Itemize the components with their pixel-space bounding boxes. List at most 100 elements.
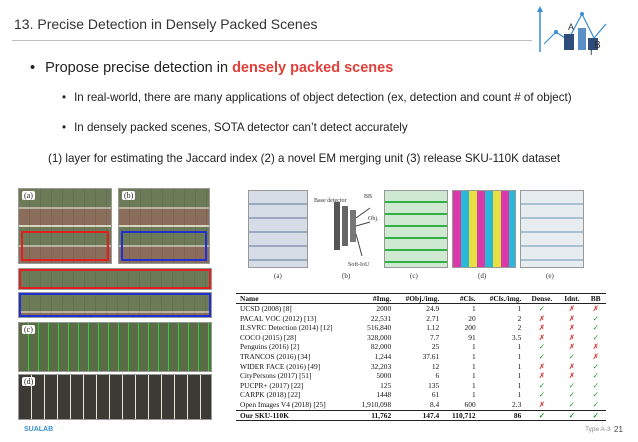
cross-icon: ✗ bbox=[538, 313, 545, 323]
table-cell: TRANCOS (2016) [34] bbox=[240, 351, 311, 361]
check-icon: ✓ bbox=[568, 399, 575, 409]
table-cell: 12 bbox=[431, 361, 440, 371]
table-header: #Cls. bbox=[443, 293, 480, 304]
table-cell: 147.4 bbox=[395, 409, 444, 422]
main-bullet-text: Propose precise detection in bbox=[45, 60, 233, 76]
table-cell: CARPK (2018) [22] bbox=[240, 390, 301, 400]
check-icon: ✓ bbox=[592, 323, 599, 333]
table-cell: 125 bbox=[380, 380, 392, 390]
table-cell: 82,000 bbox=[370, 342, 392, 352]
check-icon: ✓ bbox=[538, 351, 545, 361]
table-cell: 1.12 bbox=[426, 323, 440, 333]
figure-image-c bbox=[384, 190, 448, 268]
table-cell: UCSD (2008) [8] bbox=[240, 304, 292, 313]
cross-icon: ✗ bbox=[568, 342, 575, 352]
check-icon: ✓ bbox=[592, 332, 599, 342]
zoom-strip-blue bbox=[18, 292, 212, 318]
table-cell: 2000 bbox=[376, 304, 392, 313]
slide-title: 13. Precise Detection in Densely Packed … bbox=[14, 16, 318, 32]
logo-graphic: A B bbox=[537, 6, 607, 52]
sub-bullet-1-text: In real-world, there are many applicatio… bbox=[74, 91, 572, 104]
fig-caption-b: (b) bbox=[342, 272, 351, 280]
table-cell: 22,531 bbox=[370, 313, 392, 323]
cross-icon: ✗ bbox=[568, 304, 575, 313]
figure-image-a bbox=[248, 190, 308, 268]
diagram-label-bb: BB bbox=[364, 194, 372, 200]
table-cell: 1 bbox=[471, 351, 476, 361]
main-bullet-highlight: densely packed scenes bbox=[232, 60, 394, 76]
table-cell: 8.4 bbox=[429, 399, 440, 409]
check-icon: ✓ bbox=[592, 361, 599, 371]
table-header: BB bbox=[585, 293, 606, 304]
table-cell: 1 bbox=[517, 361, 522, 371]
table-header: #Obj./img. bbox=[395, 293, 444, 304]
table-cell: 5000 bbox=[376, 371, 392, 381]
table-cell: 1 bbox=[471, 342, 476, 352]
table-cell: 3.5 bbox=[512, 332, 522, 342]
table-cell: COCO (2015) [28] bbox=[240, 332, 297, 342]
table-header: Dense. bbox=[525, 293, 559, 304]
panel-label-a: (a) bbox=[22, 191, 35, 200]
cross-icon: ✗ bbox=[568, 371, 575, 381]
check-icon: ✓ bbox=[568, 351, 575, 361]
table-cell: 1448 bbox=[376, 390, 392, 400]
table-cell: 328,000 bbox=[367, 332, 392, 342]
cross-icon: ✗ bbox=[568, 361, 575, 371]
table-cell: 1,244 bbox=[374, 351, 392, 361]
table-cell: 6 bbox=[435, 371, 440, 381]
table-cell: PACAL VOC (2012) [13] bbox=[240, 313, 317, 323]
table-cell: CityPersons (2017) [51] bbox=[240, 371, 312, 381]
contributions-line: (1) layer for estimating the Jaccard ind… bbox=[48, 152, 561, 165]
table-cell: PUCPR+ (2017) [22] bbox=[240, 380, 304, 390]
shelf-image-c: (c) bbox=[18, 322, 212, 372]
diagram-label-obj: Obj. bbox=[368, 216, 379, 222]
check-icon: ✓ bbox=[568, 380, 575, 390]
shelf-image-d: (d) bbox=[18, 374, 212, 420]
table-cell: 1 bbox=[517, 342, 522, 352]
cross-icon: ✗ bbox=[568, 332, 575, 342]
table-cell: 110,712 bbox=[443, 409, 480, 422]
fig-caption-a: (a) bbox=[274, 272, 282, 280]
main-bullet: •Propose precise detection in densely pa… bbox=[30, 60, 393, 76]
detection-box bbox=[19, 269, 211, 289]
table-cell: 1 bbox=[517, 304, 522, 313]
bullet-dot: • bbox=[62, 121, 67, 134]
fig-caption-d: (d) bbox=[478, 272, 487, 280]
table-cell: 1 bbox=[471, 390, 476, 400]
table-cell: Penguins (2016) [2] bbox=[240, 342, 300, 352]
table-cell: 1 bbox=[517, 380, 522, 390]
table-header: Idnt. bbox=[558, 293, 586, 304]
table-cell: 516,840 bbox=[367, 323, 392, 333]
logo-letter-a: A bbox=[568, 22, 574, 32]
cross-icon: ✗ bbox=[568, 323, 575, 333]
panel-label-d: (d) bbox=[22, 377, 36, 386]
zoom-strip-red bbox=[18, 268, 212, 290]
detection-box bbox=[21, 231, 109, 261]
sub-bullet-1: •In real-world, there are many applicati… bbox=[62, 91, 572, 104]
check-icon: ✓ bbox=[592, 390, 599, 400]
footer-brand: SUALAB bbox=[24, 426, 54, 433]
shelf-image-b: (b) bbox=[118, 188, 210, 264]
cross-icon: ✗ bbox=[538, 323, 545, 333]
title-divider bbox=[12, 40, 532, 41]
table-header: Name bbox=[236, 293, 352, 304]
cross-icon: ✗ bbox=[592, 342, 599, 352]
table-cell: ILSVRC Detection (2014) [12] bbox=[240, 323, 333, 333]
sub-bullet-2: •In densely packed scenes, SOTA detector… bbox=[62, 121, 408, 134]
table-cell: Our SKU-110K bbox=[236, 409, 352, 422]
check-icon: ✓ bbox=[592, 313, 599, 323]
table-cell: 20 bbox=[468, 313, 476, 323]
footer-reference: Type A-3 bbox=[585, 426, 611, 433]
table-cell: 11,762 bbox=[351, 409, 396, 422]
table-cell: 1 bbox=[471, 371, 476, 381]
table-header-row: Name #Img. #Obj./img. #Cls. #Cls./img. D… bbox=[236, 293, 606, 304]
